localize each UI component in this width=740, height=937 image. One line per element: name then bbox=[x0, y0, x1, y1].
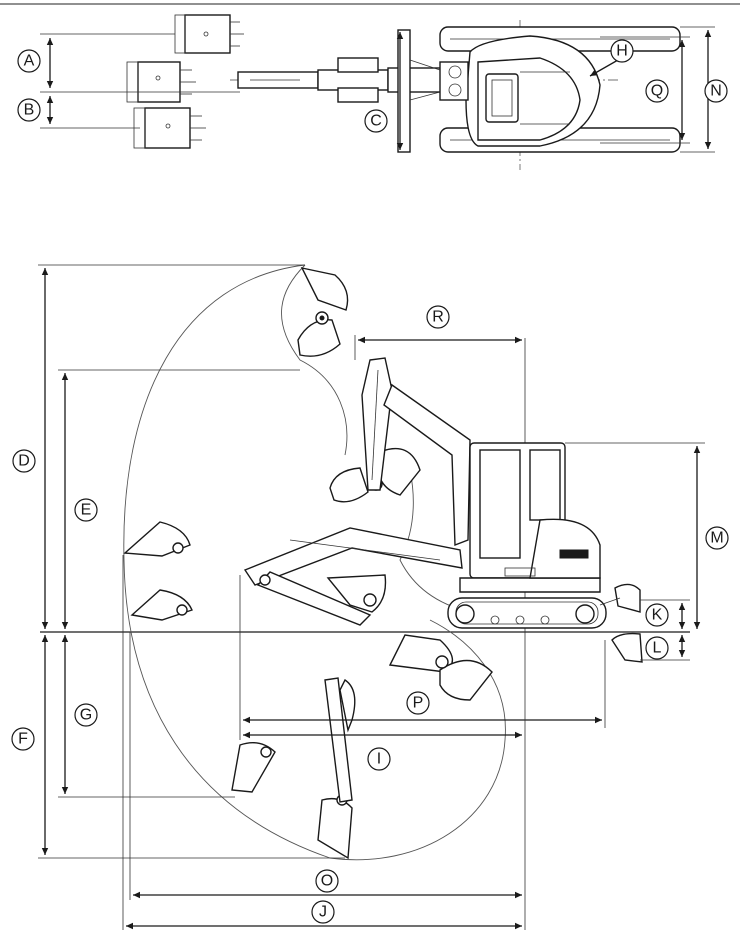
inner-envelope bbox=[281, 264, 348, 456]
svg-text:Q: Q bbox=[651, 83, 663, 100]
svg-text:H: H bbox=[616, 43, 628, 60]
boom-extended bbox=[243, 527, 463, 626]
svg-text:A: A bbox=[24, 53, 35, 70]
bucket-side-top bbox=[297, 267, 349, 357]
svg-text:D: D bbox=[18, 453, 30, 470]
arm-top-view bbox=[237, 57, 444, 103]
label-g: G bbox=[74, 703, 98, 727]
bucket-side-p bbox=[388, 634, 493, 701]
svg-text:I: I bbox=[377, 751, 381, 768]
label-d: D bbox=[12, 449, 36, 473]
svg-text:F: F bbox=[18, 731, 28, 748]
svg-text:K: K bbox=[652, 607, 663, 624]
svg-text:G: G bbox=[80, 707, 92, 724]
arm-raised bbox=[361, 357, 471, 547]
label-e: E bbox=[74, 498, 98, 522]
svg-text:E: E bbox=[81, 502, 92, 519]
bucket-side-left-upper bbox=[123, 521, 191, 557]
tracks-side bbox=[447, 597, 607, 629]
machine-body-side bbox=[459, 442, 601, 593]
side-view bbox=[38, 264, 705, 930]
svg-text:R: R bbox=[432, 309, 444, 326]
label-o: O bbox=[315, 869, 339, 893]
label-h: H bbox=[610, 39, 634, 63]
label-q: Q bbox=[645, 79, 669, 103]
top-view bbox=[40, 14, 715, 170]
svg-text:J: J bbox=[319, 904, 327, 921]
bucket-side-left-lower bbox=[130, 589, 193, 621]
bucket-top-position-3 bbox=[133, 107, 206, 149]
label-i: I bbox=[367, 747, 391, 771]
swing-arc bbox=[399, 469, 471, 613]
arm-deep bbox=[324, 677, 356, 803]
bucket-side-bottom bbox=[317, 794, 353, 860]
label-r: R bbox=[426, 305, 450, 329]
label-p: P bbox=[406, 691, 430, 715]
svg-text:L: L bbox=[653, 640, 662, 657]
label-j: J bbox=[311, 900, 335, 924]
upper-structure-top bbox=[439, 35, 601, 147]
svg-text:P: P bbox=[413, 695, 424, 712]
bucket-side-deep-left bbox=[231, 742, 276, 793]
reach-envelope bbox=[123, 264, 506, 861]
label-n: N bbox=[704, 79, 728, 103]
label-b: B bbox=[17, 98, 41, 122]
svg-text:C: C bbox=[370, 113, 382, 130]
arrow-h bbox=[589, 59, 619, 77]
label-l: L bbox=[645, 636, 669, 660]
bucket-top-position-2 bbox=[126, 61, 196, 103]
dozer-blade-side bbox=[599, 583, 643, 663]
label-c: C bbox=[364, 109, 388, 133]
bucket-side-dig bbox=[326, 574, 387, 613]
svg-text:N: N bbox=[710, 83, 722, 100]
bucket-top-position-1 bbox=[174, 14, 244, 54]
label-m: M bbox=[705, 526, 729, 550]
svg-text:M: M bbox=[710, 530, 723, 547]
svg-text:O: O bbox=[321, 873, 333, 890]
bucket-side-mid bbox=[329, 447, 421, 503]
label-f: F bbox=[11, 727, 35, 751]
svg-text:B: B bbox=[24, 102, 35, 119]
label-k: K bbox=[645, 603, 669, 627]
label-a: A bbox=[17, 49, 41, 73]
